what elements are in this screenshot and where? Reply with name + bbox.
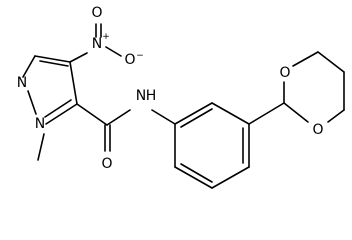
bond-n2-methyl: [37, 133, 45, 161]
bond-c5-n2: [45, 103, 78, 125]
bond-ph3-ph4: [211, 166, 250, 189]
molecule-svg: N N N + O O − N H O O O: [17, 5, 345, 189]
bond-ph2-ph3-inner: [180, 163, 213, 183]
atom-n2-label: N: [35, 116, 45, 132]
atom-nitro-n-label: N: [92, 36, 102, 52]
bond-obottom-acetal: [283, 102, 309, 123]
bond-ch2-ch2: [317, 51, 345, 73]
bond-c4-c5: [69, 61, 78, 105]
nitro-o-charge: −: [136, 51, 144, 61]
bond-nh-phenyl: [151, 109, 176, 125]
nitro-n-charge: +: [102, 32, 110, 42]
atom-nitro-otop-label: O: [91, 5, 102, 21]
bond-ph6-ph1-inner: [180, 108, 213, 128]
bond-ch2b-obottom: [327, 109, 345, 123]
atom-amide-n-label: N: [136, 88, 146, 104]
atom-n1-label: N: [17, 75, 27, 91]
bond-ph6-ph1: [174, 102, 213, 125]
atom-dioxane-otop-label: O: [279, 65, 290, 81]
bond-ccarbonyl-nh: [106, 109, 131, 126]
bond-otop-ch2: [292, 51, 319, 67]
bond-nnitro-oright: [105, 46, 122, 57]
bond-ph5-ph6: [211, 102, 250, 125]
atom-amide-h-label: H: [146, 88, 157, 104]
bond-c5-n2-double: [44, 99, 72, 118]
bond-c3-c4-double: [39, 60, 69, 67]
bond-c3-c4: [34, 55, 71, 63]
structure-diagram: N N N + O O − N H O O O: [17, 5, 345, 189]
bond-n1-c3: [22, 55, 36, 78]
bond-c4-nnitro: [69, 52, 88, 63]
atom-dioxane-obottom-label: O: [312, 122, 323, 138]
bond-n2-n1: [27, 90, 37, 115]
atom-nitro-oright-label: O: [124, 52, 135, 68]
bond-ph2-ph3: [174, 166, 213, 189]
atom-carbonyl-o-label: O: [101, 156, 112, 172]
bond-c5-ccarbonyl: [76, 103, 108, 126]
bond-phenyl-acetal: [248, 102, 285, 125]
